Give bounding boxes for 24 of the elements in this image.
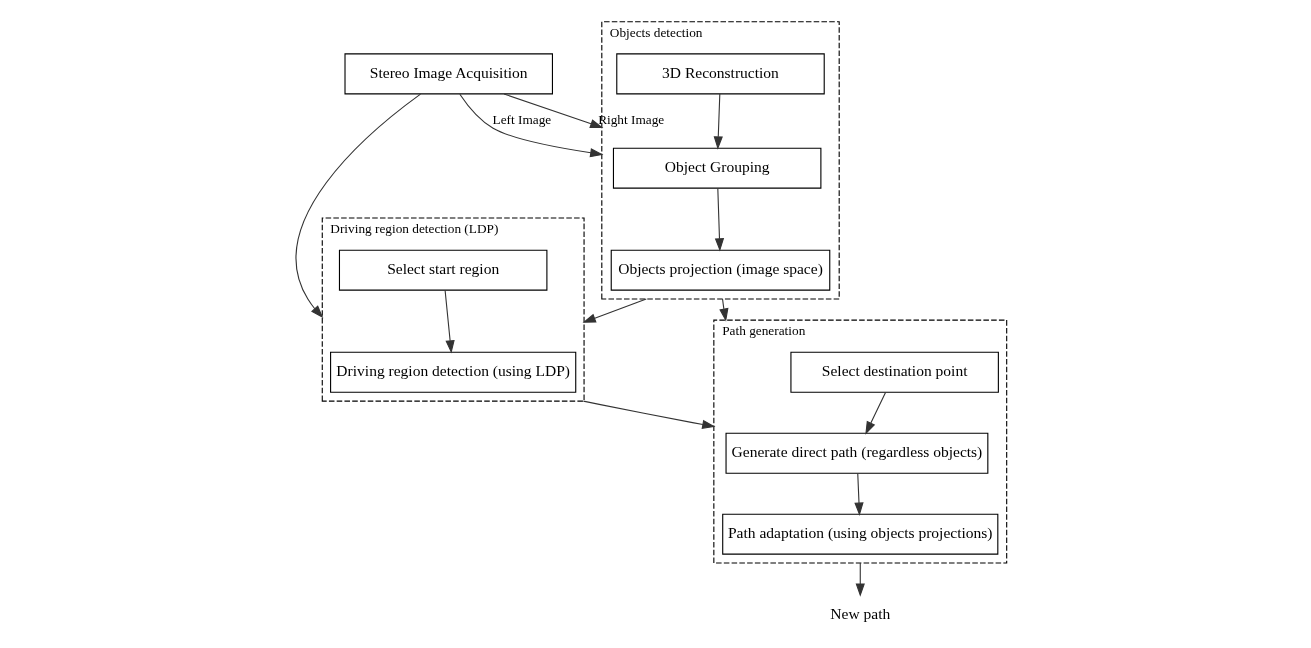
arrow <box>295 93 422 319</box>
node-box: Driving region detection (using LDP) <box>330 351 577 393</box>
node-box: 3D Reconstruction <box>616 53 825 95</box>
node-box: Generate direct path (regardless objects) <box>725 432 989 474</box>
arrow <box>854 472 864 516</box>
edge-label: Left Image <box>492 112 552 128</box>
arrow <box>582 400 716 430</box>
arrow <box>719 298 729 322</box>
arrow <box>503 93 604 129</box>
arrow <box>714 187 725 252</box>
node-text: New path <box>830 605 891 623</box>
arrow <box>713 93 723 150</box>
node-box: Objects projection (image space) <box>610 249 831 291</box>
arrow <box>865 391 887 435</box>
node-box: Stereo Image Acquisition <box>344 53 553 95</box>
arrow <box>582 298 647 323</box>
node-box: Object Grouping <box>612 147 822 189</box>
arrow <box>444 290 455 354</box>
node-box: Select start region <box>338 249 548 291</box>
node-box: Path adaptation (using objects projections) <box>722 513 999 555</box>
arrow <box>855 562 865 597</box>
arrow <box>459 93 604 158</box>
node-box: Select destination point <box>790 351 999 393</box>
edge-label: Right Image <box>598 112 665 128</box>
